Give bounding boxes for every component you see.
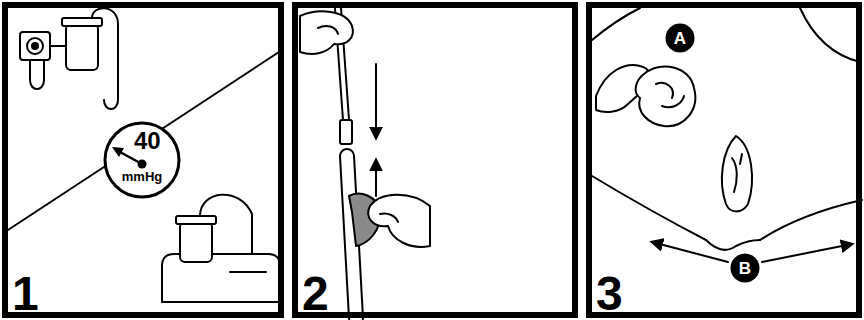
callout-letter: A [665,23,695,53]
finger-line [380,213,398,222]
canister-tube [92,8,118,109]
callout-badge: B [730,253,760,283]
body-outline [760,200,862,240]
step-panel: 3 A B [586,2,862,318]
regulator-dial [27,38,43,54]
badge-disc [666,24,695,53]
direction-arrow [375,160,377,196]
pump-canister [180,222,212,262]
needle-head [112,147,124,157]
wall-canister [62,8,118,109]
gauge-reading: mmHg [102,170,182,183]
pump-detail [230,271,266,273]
pressure-gauge: 40 mmHg [102,120,182,200]
foam-dressing [722,136,752,212]
wall-regulator [20,32,66,89]
finger-line [318,26,338,34]
regulator-tube [30,60,44,89]
dressing [722,136,752,212]
body-outline [800,8,860,62]
hand [300,11,353,54]
callout-badge: A [665,23,695,53]
hand [368,195,430,247]
body-outline [592,176,706,240]
step-panel: 2 [292,2,578,318]
regulator-tube [50,45,66,47]
gloved-hand [596,65,695,126]
needle-hub [138,160,147,169]
body-outline [706,240,760,250]
span-arrow [652,242,728,262]
divider-line [8,50,282,230]
step-panel: 1 40 mmHg [2,2,284,318]
canister-body [66,24,98,70]
gauge-reading: 40 [134,129,161,153]
direction-arrow [375,64,377,138]
tube-connector [340,120,352,144]
gauge-dial [105,123,179,197]
span-arrow [762,244,852,262]
gauze [636,66,696,126]
body-outline [592,8,640,40]
pump-body [162,254,280,302]
pump-lid [176,216,216,224]
portable-pump [162,195,280,302]
callout-letter: B [730,253,760,283]
tubing [338,8,380,318]
regulator-knob [32,43,38,49]
regulator-body [20,32,50,60]
step-number: 3 [596,270,623,318]
badge-disc [731,254,760,283]
step-number: 2 [302,270,329,318]
canister-lid [62,18,102,26]
upper-hand [300,11,353,54]
dressing-fold [732,154,742,192]
pump-tube [200,195,252,254]
lower-hand [368,195,430,247]
step-number: 1 [12,270,39,318]
gauze-fold [656,83,684,107]
